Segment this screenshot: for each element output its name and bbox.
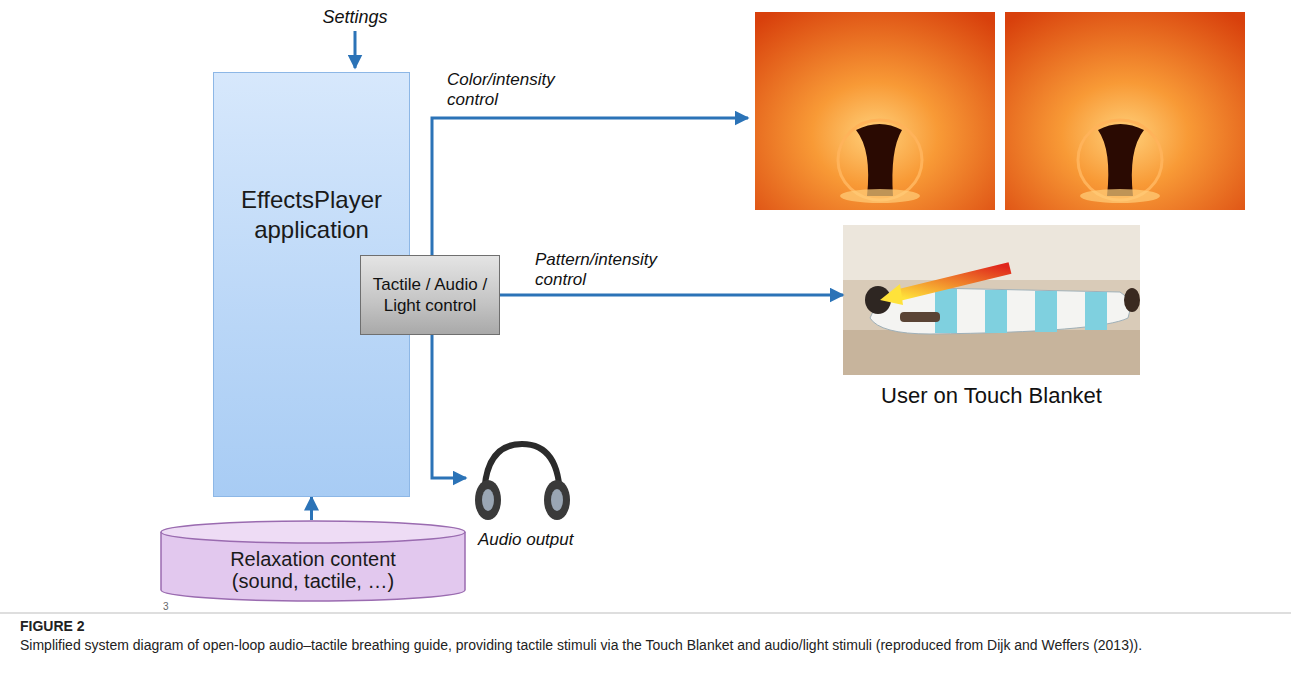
node-text: Relaxation content (sound, tactile, …) — [206, 548, 421, 592]
light-image — [1005, 12, 1245, 210]
light-image — [755, 12, 995, 210]
arrow-connector — [500, 294, 843, 297]
touch-blanket-photo — [843, 225, 1140, 375]
signal-label: Pattern/intensity control — [535, 250, 685, 290]
headphones-icon — [475, 444, 570, 520]
blanket-picture: User on Touch Blanket — [843, 225, 1140, 409]
signal-label: Color/intensity control — [447, 70, 597, 110]
figure-caption: Simplified system diagram of open-loop a… — [20, 637, 1270, 654]
page-number: 3 — [163, 601, 183, 612]
signal-label: Audio output — [478, 530, 618, 550]
control-box: Tactile / Audio / Light control — [360, 255, 500, 335]
arrow-connector — [310, 497, 313, 520]
content-store: Relaxation content (sound, tactile, …) — [160, 520, 466, 604]
node-text: Tactile / Audio / Light control — [367, 274, 493, 316]
light-control-line — [432, 118, 748, 255]
caption-rule — [0, 613, 1291, 614]
settings-arrow — [354, 31, 357, 68]
node-text: User on Touch Blanket — [843, 225, 1140, 409]
node-text: EffectsPlayer application — [222, 185, 401, 245]
database-cylinder — [161, 521, 465, 601]
audio-output-line — [432, 335, 466, 478]
input-label: Settings — [315, 6, 395, 28]
figure-number: FIGURE 2 — [20, 618, 320, 635]
